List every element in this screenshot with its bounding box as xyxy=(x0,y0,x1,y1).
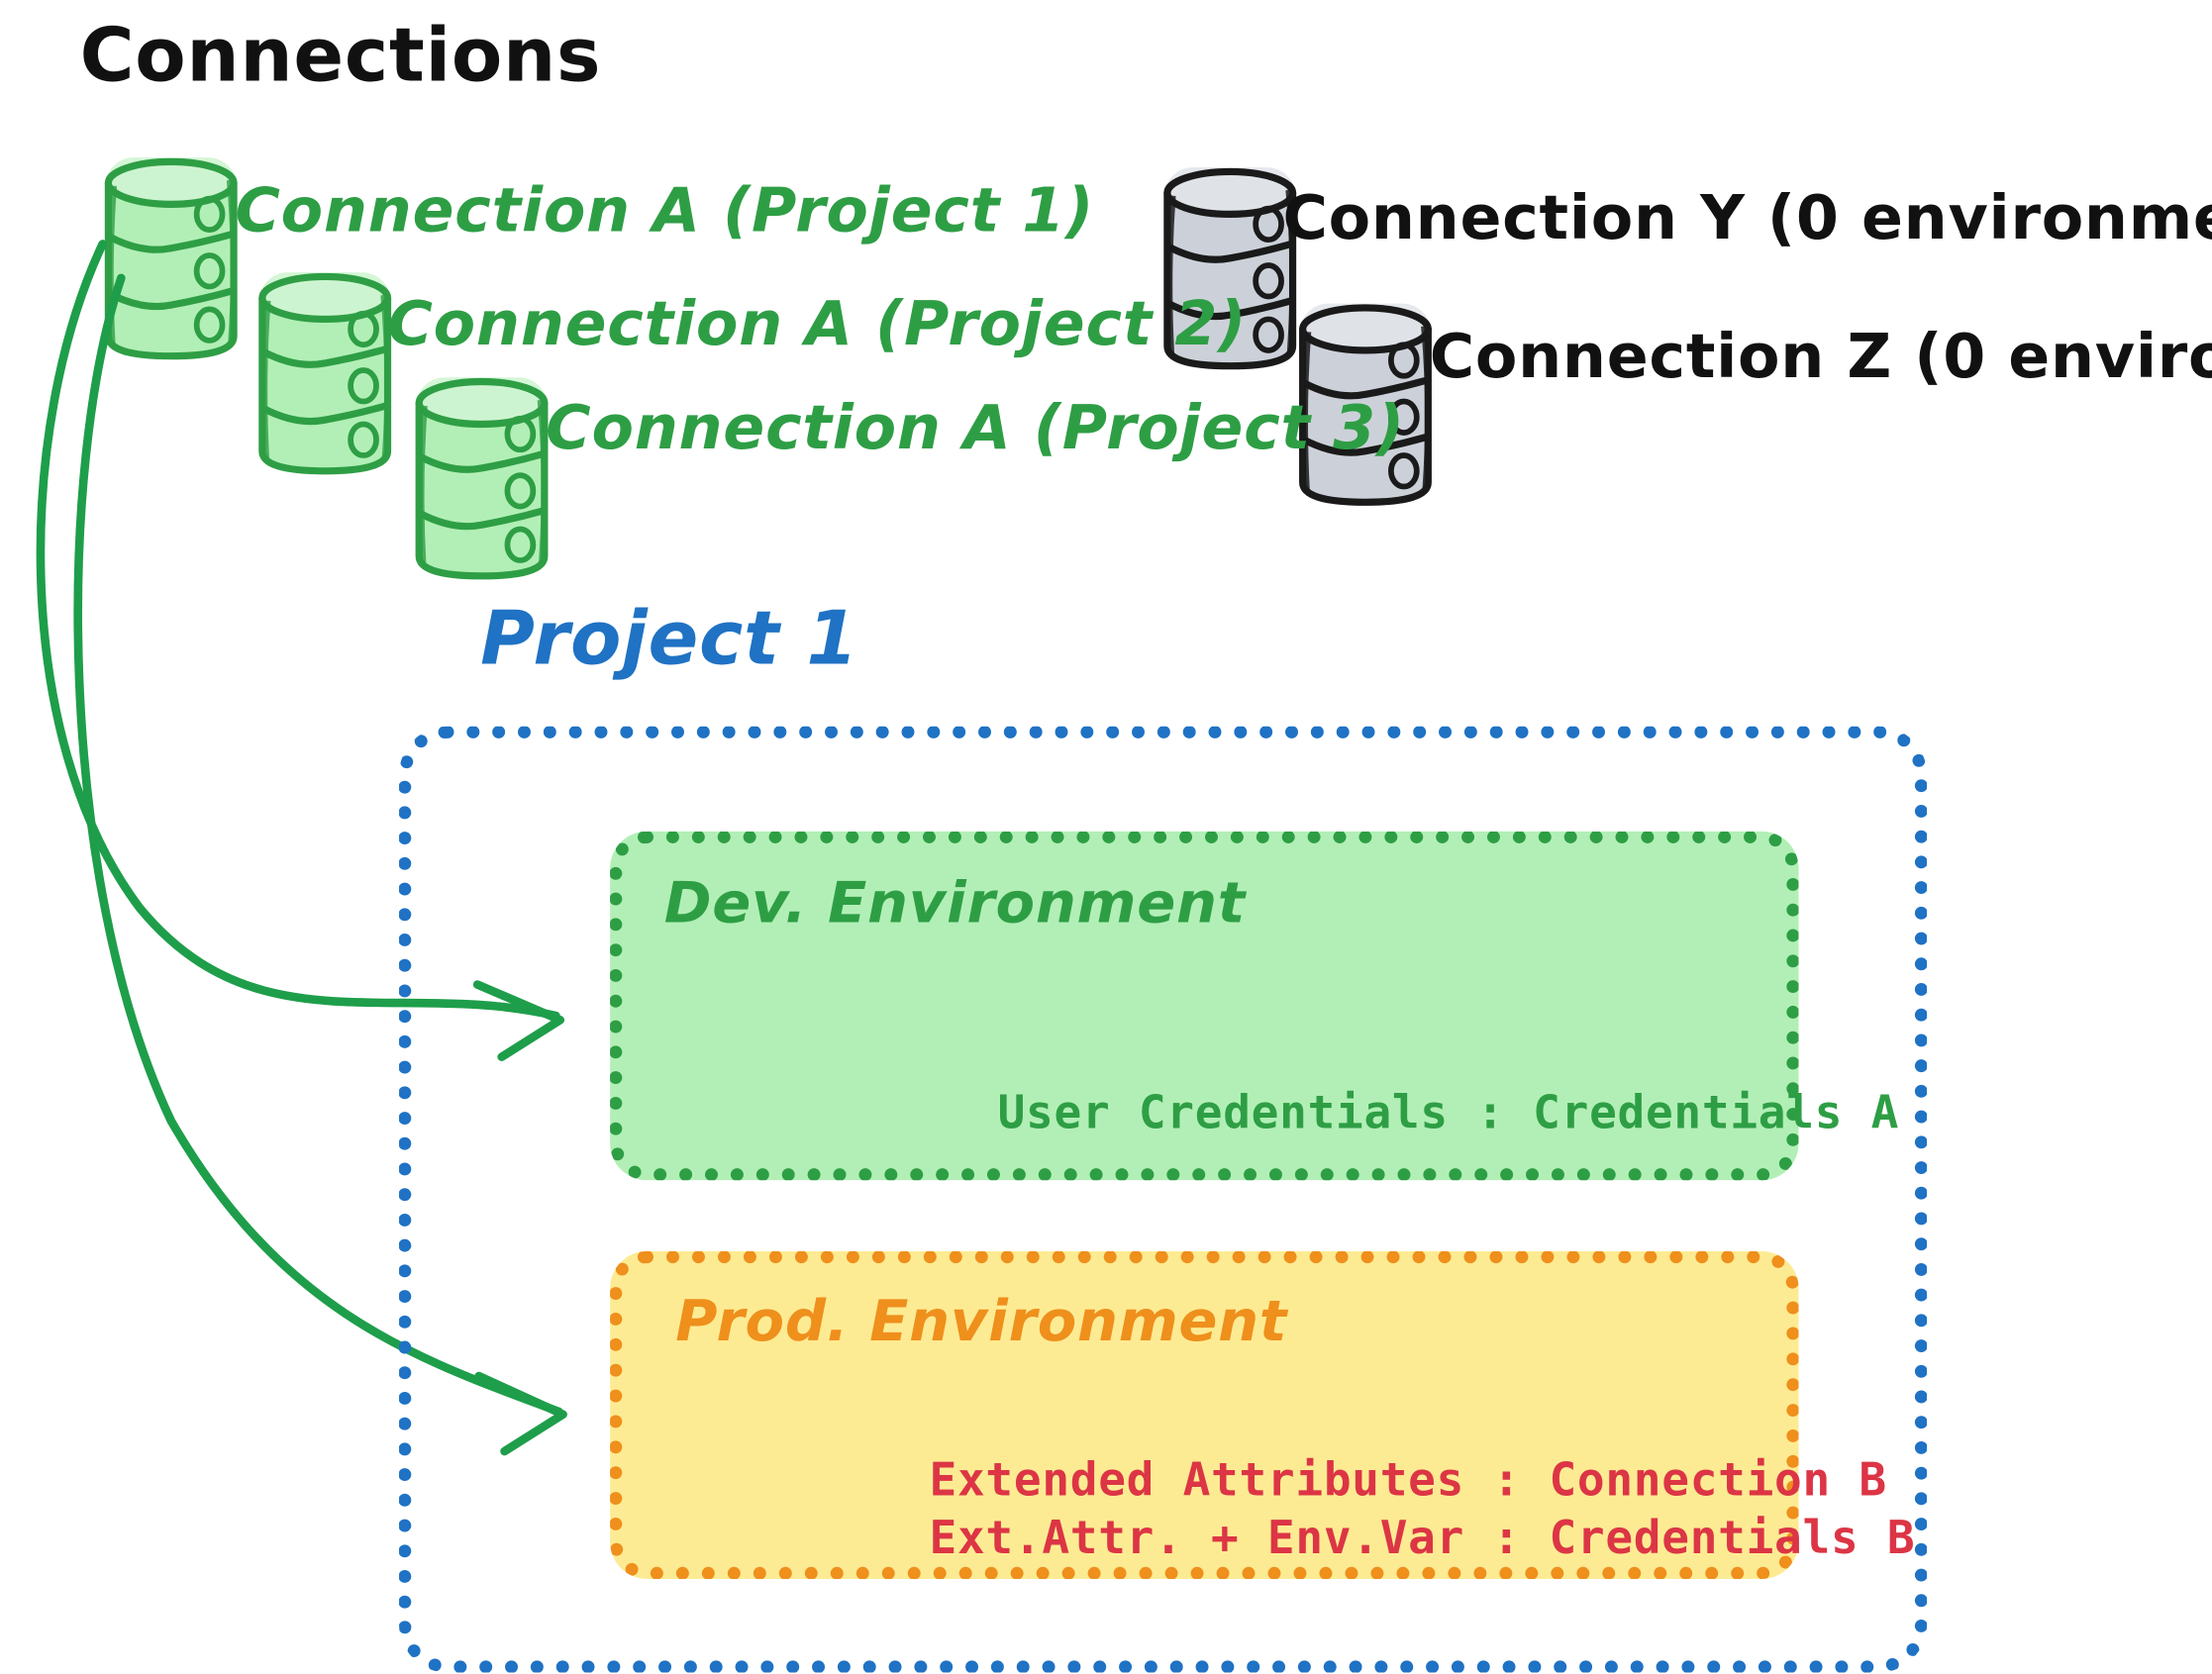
project-title: Project 1 xyxy=(480,597,859,683)
prod-environment-row-extended-attributes: Extended Attributes : Connection B xyxy=(929,1452,1887,1507)
connection-label-y: Connection Y (0 environment) xyxy=(1282,182,2212,254)
connection-label-a-project-3: Connection A (Project 3) xyxy=(546,392,1405,464)
connection-label-z: Connection Z (0 environment) xyxy=(1429,322,2212,393)
project-1-container xyxy=(399,726,1928,1673)
dev-environment-row-user-credentials: User Credentials : Credentials A xyxy=(997,1085,1900,1139)
arrow-to-dev-environment xyxy=(36,240,565,1061)
connection-label-a-project-2: Connection A (Project 2) xyxy=(387,289,1248,360)
dev-environment-title: Dev. Environment xyxy=(663,870,1246,936)
connection-label-a-project-1: Connection A (Project 1) xyxy=(235,175,1095,247)
prod-environment-title: Prod. Environment xyxy=(675,1289,1288,1355)
dev-environment-box xyxy=(610,831,1799,1181)
page-title: Connections xyxy=(79,14,602,100)
prod-environment-row-ext-attr-env-var: Ext.Attr. + Env.Var : Credentials B xyxy=(929,1511,1916,1565)
prod-environment-box xyxy=(610,1250,1799,1579)
